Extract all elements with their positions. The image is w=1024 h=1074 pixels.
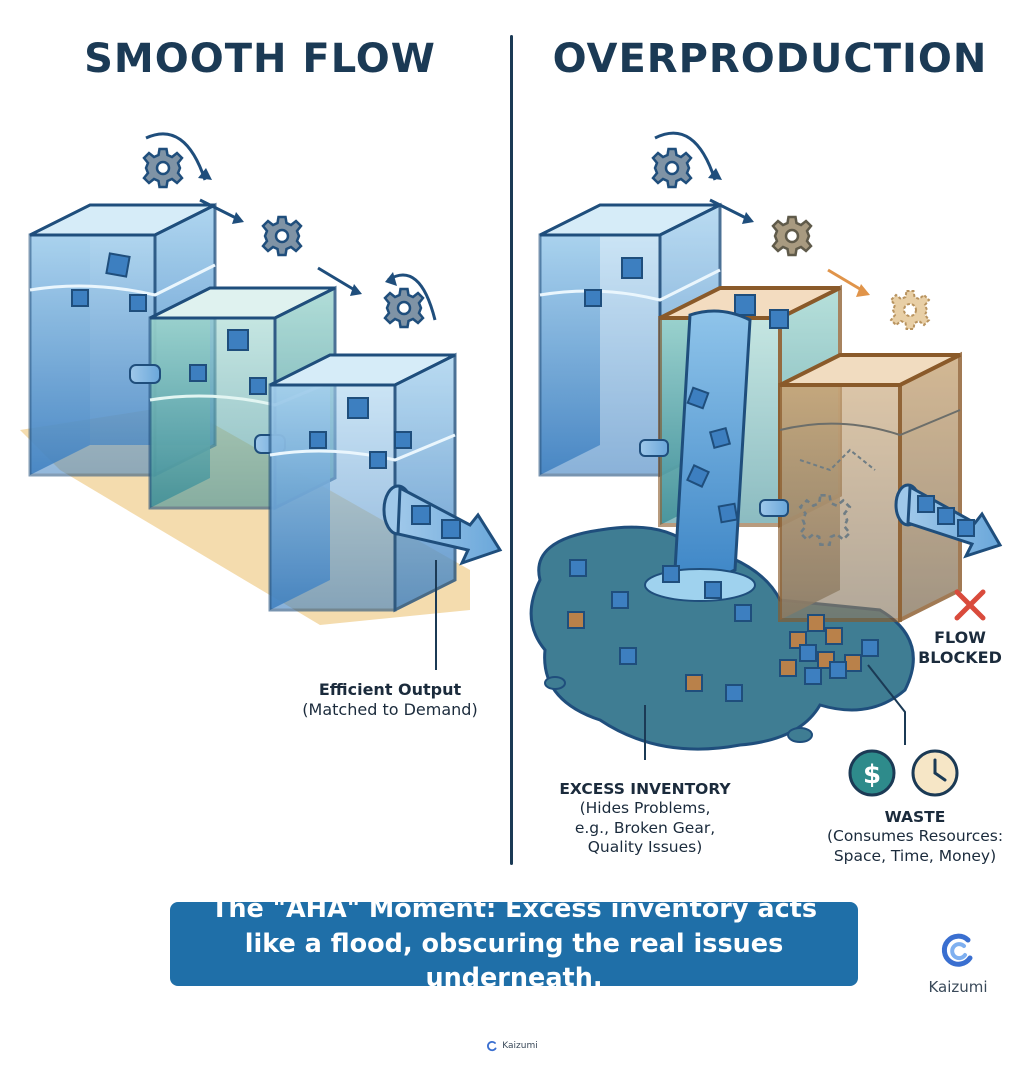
flow-blocked-line1: FLOW	[934, 628, 986, 647]
efficient-output-detail: (Matched to Demand)	[302, 700, 478, 719]
gear-icon	[890, 290, 930, 330]
gear-icon	[383, 287, 425, 329]
arrow-icon	[827, 268, 870, 297]
smooth-flow-illustration	[20, 132, 503, 670]
aha-banner-text: The "AHA" Moment: Excess inventory acts …	[210, 894, 818, 994]
flood-puddle	[529, 525, 915, 751]
x-mark-icon	[954, 589, 986, 621]
arrow-icon	[654, 131, 754, 224]
waste-line2: Space, Time, Money)	[833, 846, 997, 865]
gear-icon	[142, 147, 184, 189]
brand-name: Kaizumi	[928, 978, 988, 996]
center-divider	[510, 35, 513, 865]
caption-efficient-output: Efficient Output (Matched to Demand)	[290, 680, 490, 720]
excess-inventory-title: EXCESS INVENTORY	[559, 780, 731, 798]
brand-logo: Kaizumi	[918, 930, 998, 996]
flow-blocked-line2: BLOCKED	[918, 648, 1002, 667]
caption-flow-blocked: FLOW BLOCKED	[900, 628, 1020, 668]
caption-excess-inventory: EXCESS INVENTORY (Hides Problems, e.g., …	[540, 780, 750, 858]
dollar-icon: $	[848, 749, 896, 797]
tank-3	[268, 352, 457, 613]
gear-icon	[771, 215, 813, 257]
gear-icon	[651, 147, 693, 189]
tank-c-murky	[778, 351, 962, 624]
caption-waste: WASTE (Consumes Resources: Space, Time, …	[820, 808, 1010, 866]
heading-overproduction: OVERPRODUCTION	[552, 36, 988, 82]
svg-text:$: $	[863, 760, 881, 790]
footer-brand: Kaizumi	[0, 1040, 1024, 1052]
waste-line1: (Consumes Resources:	[826, 827, 1004, 846]
output-arrow-icon	[894, 483, 1003, 559]
brand-logo-icon	[941, 933, 973, 967]
heading-smooth-flow: SMOOTH FLOW	[84, 36, 436, 82]
arrow-icon	[145, 132, 437, 321]
aha-banner: The "AHA" Moment: Excess inventory acts …	[170, 894, 858, 993]
excess-inventory-cubes	[567, 559, 879, 702]
footer-brand-name: Kaizumi	[502, 1041, 538, 1051]
excess-inventory-line2: e.g., Broken Gear,	[574, 818, 716, 837]
excess-inventory-line3: Quality Issues)	[587, 838, 703, 857]
gear-icon	[261, 215, 303, 257]
output-arrow-icon	[382, 484, 503, 566]
overproduction-illustration: $	[529, 131, 1003, 797]
excess-inventory-line1: (Hides Problems,	[579, 799, 711, 818]
footer-logo-icon	[487, 1040, 497, 1052]
efficient-output-title: Efficient Output	[318, 680, 462, 699]
clock-icon	[911, 749, 959, 797]
waste-title: WASTE	[884, 808, 946, 826]
